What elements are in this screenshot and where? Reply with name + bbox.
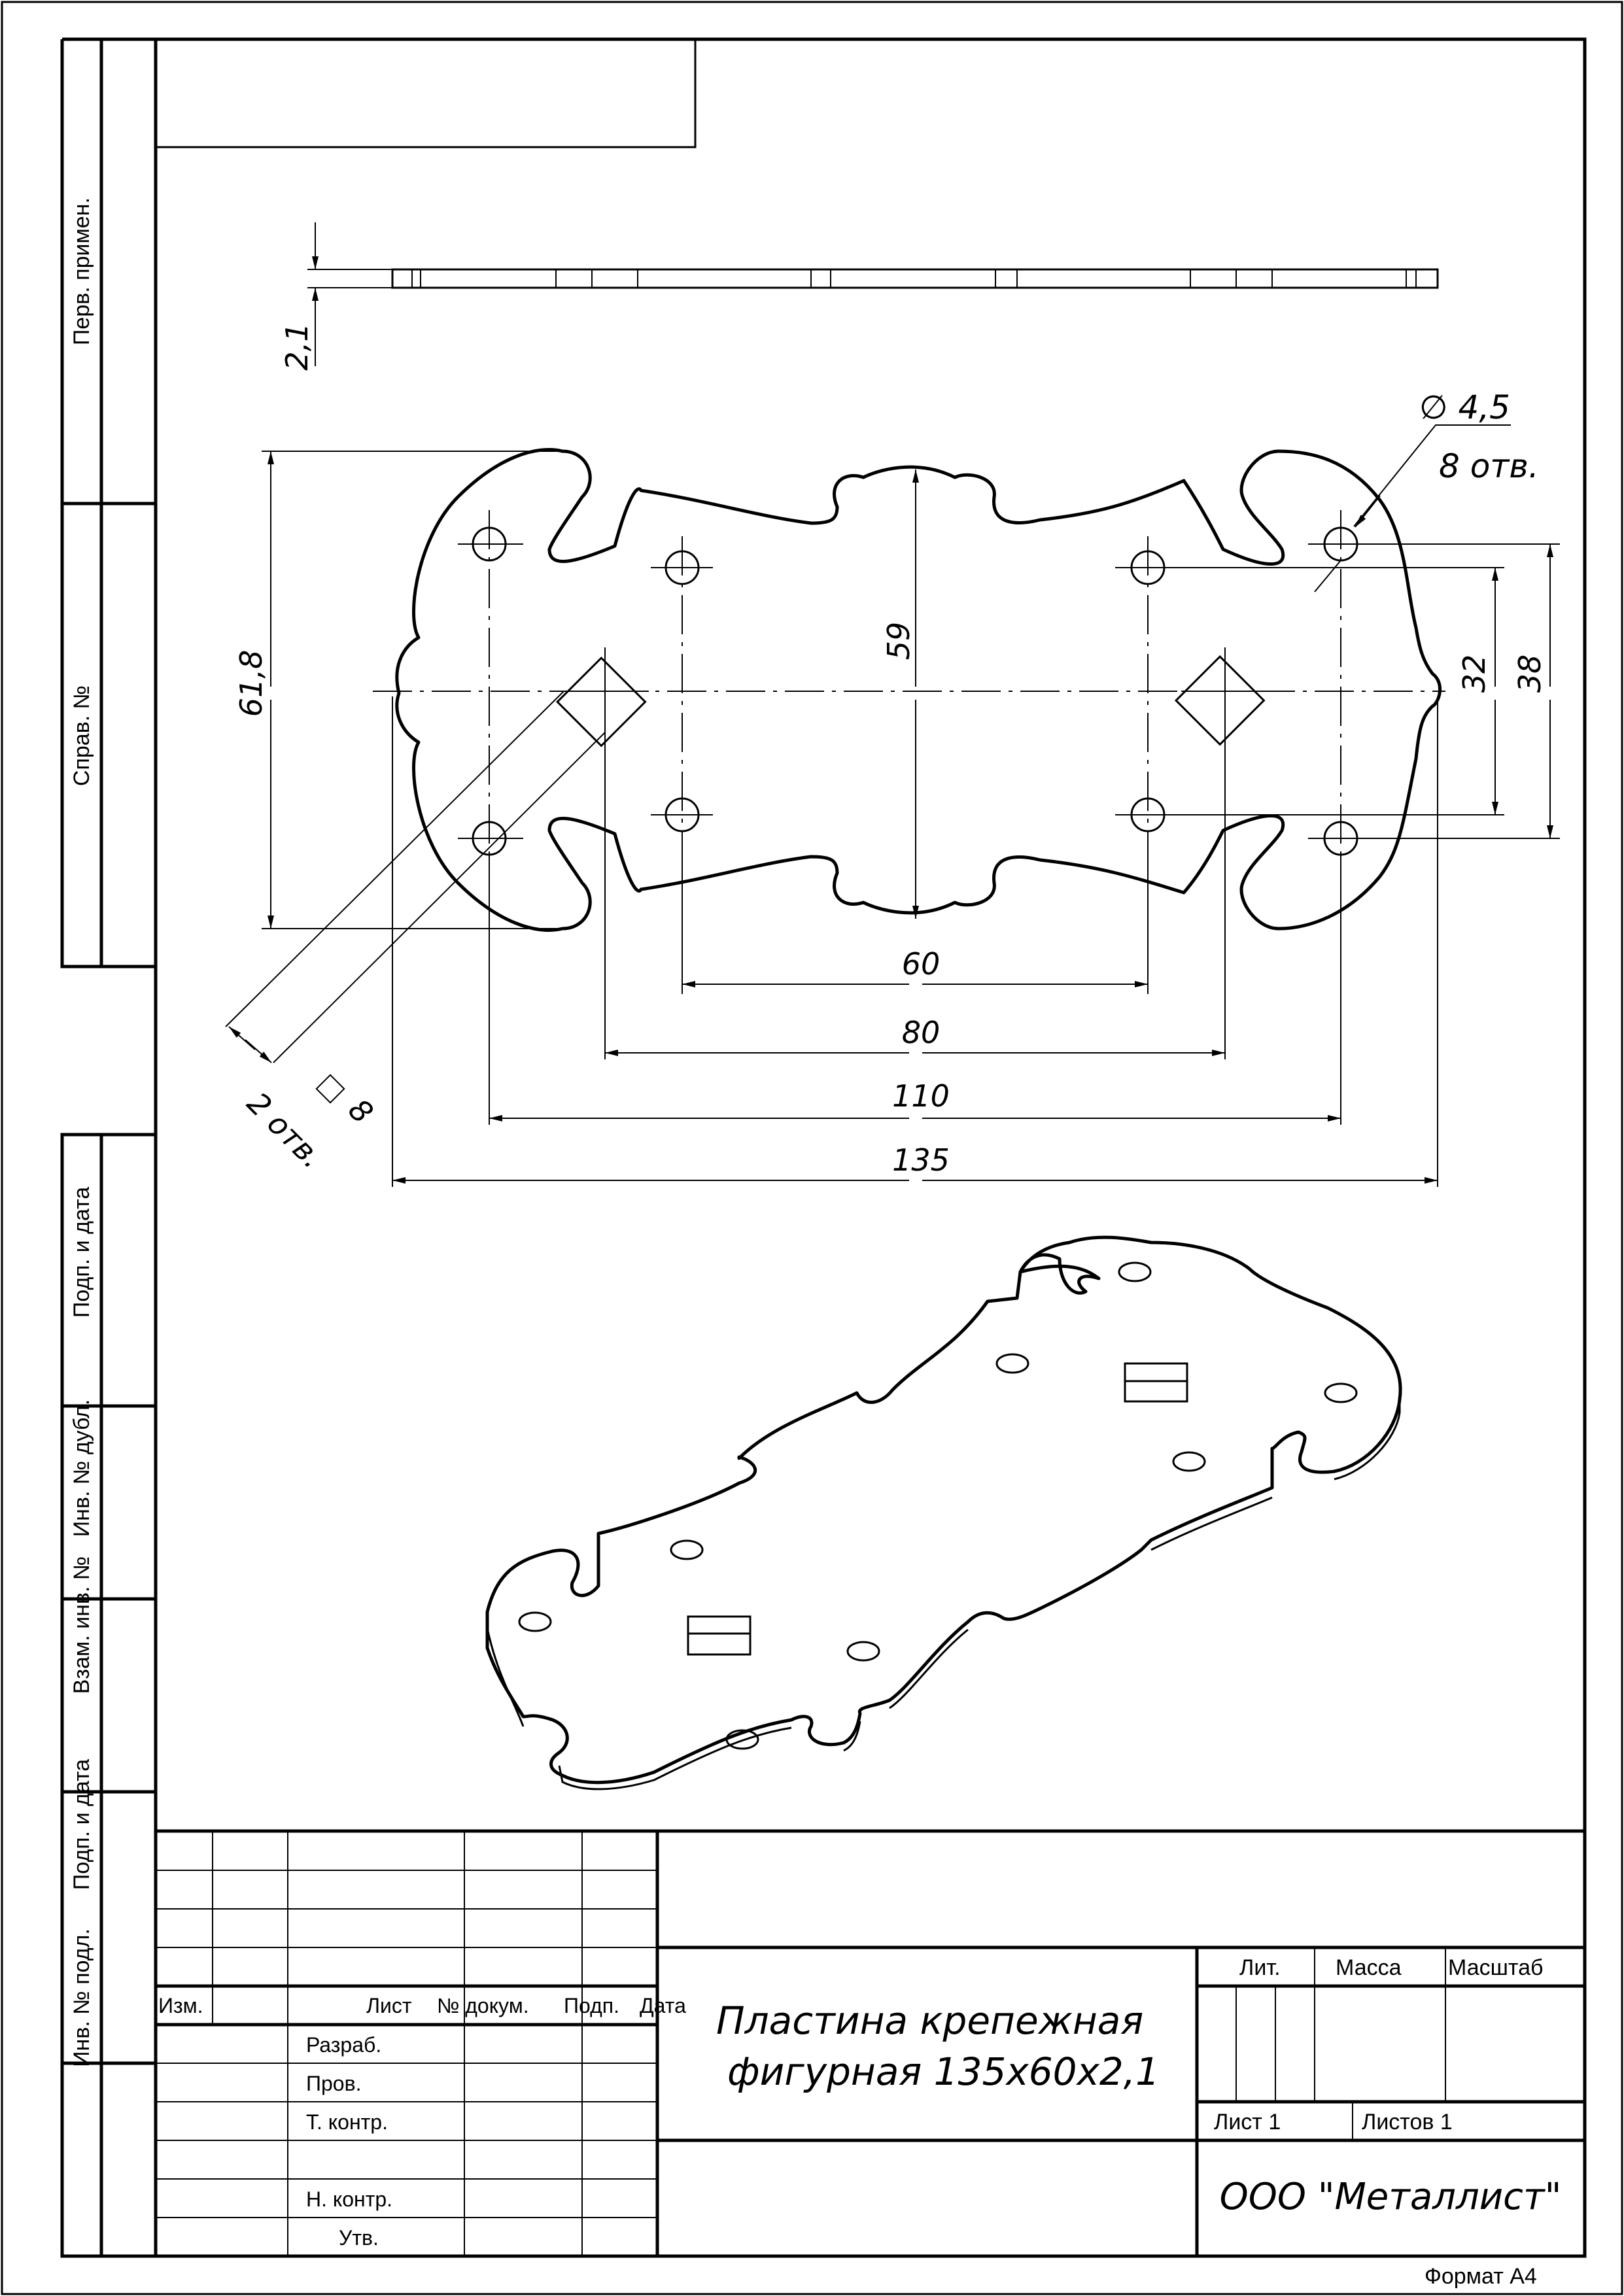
side-label-podp-data: Подп. и дата (69, 1187, 94, 1318)
plate-outline (395, 448, 1442, 932)
side-label-sprav-no: Справ. № (69, 685, 94, 786)
top-left-box (156, 39, 697, 148)
tb-company: ООО "Металлист" (1220, 2176, 1562, 2218)
tb-list: Лист (366, 1994, 412, 2017)
iso-hole-7 (846, 1641, 880, 1662)
square-symbol (315, 1074, 345, 1104)
dim-inner-hole-spacing-y: 32 (1457, 655, 1492, 693)
side-label-podp-data-2: Подп. и дата (69, 1759, 94, 1890)
iso-hole-6 (518, 1611, 552, 1632)
tb-izm: Изм. (158, 1994, 203, 2017)
square-hole-left (556, 656, 647, 747)
dim-outer-hole-spacing-y: 38 (1512, 655, 1547, 693)
iso-hole-1 (1118, 1261, 1152, 1282)
side-label-inv-dubl: Инв. № дубл. (69, 1399, 94, 1537)
title-block: Изм. Лист № докум. Подп. Дата Разраб. Пр… (156, 1829, 1585, 2256)
tb-t-kontr: Т. контр. (306, 2110, 388, 2134)
front-view (373, 448, 1445, 932)
dim-outer-hole-spacing-x: 110 (892, 1078, 950, 1114)
dim-overall-height: 61,8 (233, 650, 269, 717)
iso-square-hole-left (687, 1615, 752, 1656)
tb-razrab: Разраб. (306, 2033, 381, 2057)
dim-hole-diameter: ∅ 4,5 (1419, 388, 1510, 426)
square-hole-right (1174, 655, 1266, 746)
dim-center-height: 59 (881, 622, 916, 660)
dim-square-count: 2 отв. (240, 1086, 330, 1176)
dim-inner-hole-spacing-x: 60 (902, 946, 941, 982)
dim-hole-count: 8 отв. (1439, 447, 1539, 485)
iso-hole-3 (1324, 1382, 1358, 1403)
tb-sheets: Листов 1 (1362, 2110, 1453, 2134)
side-view: 2,1 (279, 222, 1439, 371)
dim-thickness: 2,1 (279, 322, 315, 370)
side-label-vzam-inv: Взам. инв. № (69, 1556, 94, 1694)
side-stamp: Перв. примен. Справ. № Подп. и дата Инв.… (60, 37, 158, 2258)
tb-utv: Утв. (339, 2226, 379, 2250)
tb-massa: Масса (1336, 1955, 1402, 1980)
tb-title-line1: Пластина крепежная (716, 1998, 1143, 2043)
format-label: Формат A4 (1425, 2264, 1537, 2289)
side-label-perv-primen: Перв. примен. (69, 197, 94, 345)
iso-hole-4 (1172, 1451, 1206, 1472)
iso-hole-5 (670, 1539, 704, 1560)
dim-square-size: 8 (341, 1092, 380, 1131)
tb-sheet: Лист 1 (1214, 2110, 1281, 2134)
dim-overall-length: 135 (892, 1142, 950, 1178)
tb-n-kontr: Н. контр. (306, 2187, 392, 2211)
tb-masshtab: Масштаб (1448, 1955, 1543, 1980)
tb-data: Дата (640, 1994, 686, 2017)
dim-square-spacing-x: 80 (902, 1015, 941, 1050)
iso-hole-8 (725, 1729, 759, 1750)
drawing-frame (154, 37, 1587, 2258)
isometric-view (485, 1235, 1402, 1791)
tb-prov: Пров. (306, 2072, 361, 2095)
tb-title-line2: фигурная 135x60x2,1 (727, 2049, 1160, 2094)
iso-hole-2 (995, 1353, 1029, 1374)
tb-n-dokum: № докум. (437, 1994, 529, 2017)
tb-podp: Подп. (564, 1994, 619, 2017)
side-label-inv-podl: Инв. № подл. (69, 1928, 94, 2067)
tb-lit: Лит. (1239, 1955, 1281, 1980)
iso-square-hole-right (1124, 1362, 1188, 1403)
